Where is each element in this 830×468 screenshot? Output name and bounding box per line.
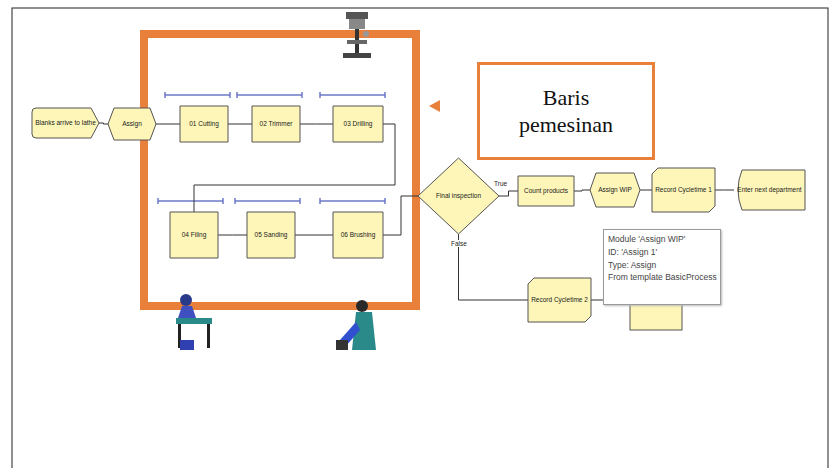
process-box: 03 Drilling <box>333 106 383 142</box>
process-box: Enter next department <box>734 170 805 210</box>
node-text: Assign <box>122 120 142 127</box>
node-text: 04 Filing <box>182 231 207 238</box>
decision-diamond: Final inspection <box>418 158 499 234</box>
operator-icon <box>336 300 376 350</box>
process-box: Blanks arrive to lathe <box>32 108 99 138</box>
node-text: 01 Cutting <box>189 120 219 127</box>
queue-lines <box>158 92 385 204</box>
connector <box>715 190 734 191</box>
worker-icon <box>176 294 212 350</box>
connector <box>99 123 108 124</box>
region-outline <box>144 34 416 306</box>
connector <box>156 124 180 125</box>
connector <box>499 191 518 196</box>
connector <box>228 124 252 125</box>
process-box: 01 Cutting <box>180 106 228 142</box>
connector <box>640 190 652 191</box>
node-text: 05 Sanding <box>255 231 288 238</box>
node-text: 06 Brushing <box>341 231 376 238</box>
tooltip-line: Module 'Assign WIP' <box>608 233 716 246</box>
connector <box>300 124 333 125</box>
pointer-triangle <box>429 100 440 112</box>
machine-icon <box>343 12 371 58</box>
process-box: 04 Filing <box>170 212 218 258</box>
connector <box>295 235 333 236</box>
process-box: Count products <box>518 176 574 206</box>
node-text: Blanks arrive to lathe <box>35 119 96 126</box>
connector <box>459 234 529 300</box>
tooltip-line: ID: 'Assign 1' <box>608 246 716 259</box>
process-box: Assign <box>108 108 156 140</box>
node-text: Record Cycletime 1 <box>655 186 712 193</box>
process-box: 02 Trimmer <box>252 106 300 142</box>
connector <box>383 196 418 235</box>
process-box: Assign WIP <box>590 173 640 207</box>
connector <box>574 190 590 191</box>
process-box: Record Cycletime 2 <box>528 278 591 322</box>
node-text: Final inspection <box>436 192 481 199</box>
node-text: Record Cycletime 2 <box>531 296 588 303</box>
node-text: Enter next department <box>737 186 801 193</box>
process-box: 05 Sanding <box>247 212 295 258</box>
callout-box: Baris pemesinan <box>477 62 655 160</box>
frame <box>12 8 828 468</box>
connector <box>218 235 247 236</box>
node-text: Assign WIP <box>598 186 632 193</box>
node-text: 02 Trimmer <box>260 120 293 127</box>
tooltip: Module 'Assign WIP'ID: 'Assign 1'Type: A… <box>603 229 721 305</box>
edge-label: False <box>450 240 468 247</box>
node-text: 03 Drilling <box>344 120 373 127</box>
process-box: Record Cycletime 1 <box>652 168 715 212</box>
tooltip-line: Type: Assign <box>608 259 716 272</box>
node-text: Count products <box>524 187 568 194</box>
tooltip-line: From template BasicProcess <box>608 271 716 284</box>
node-text: Baris pemesinan <box>501 84 631 139</box>
edge-label: True <box>493 180 508 187</box>
process-box: 06 Brushing <box>333 212 383 258</box>
